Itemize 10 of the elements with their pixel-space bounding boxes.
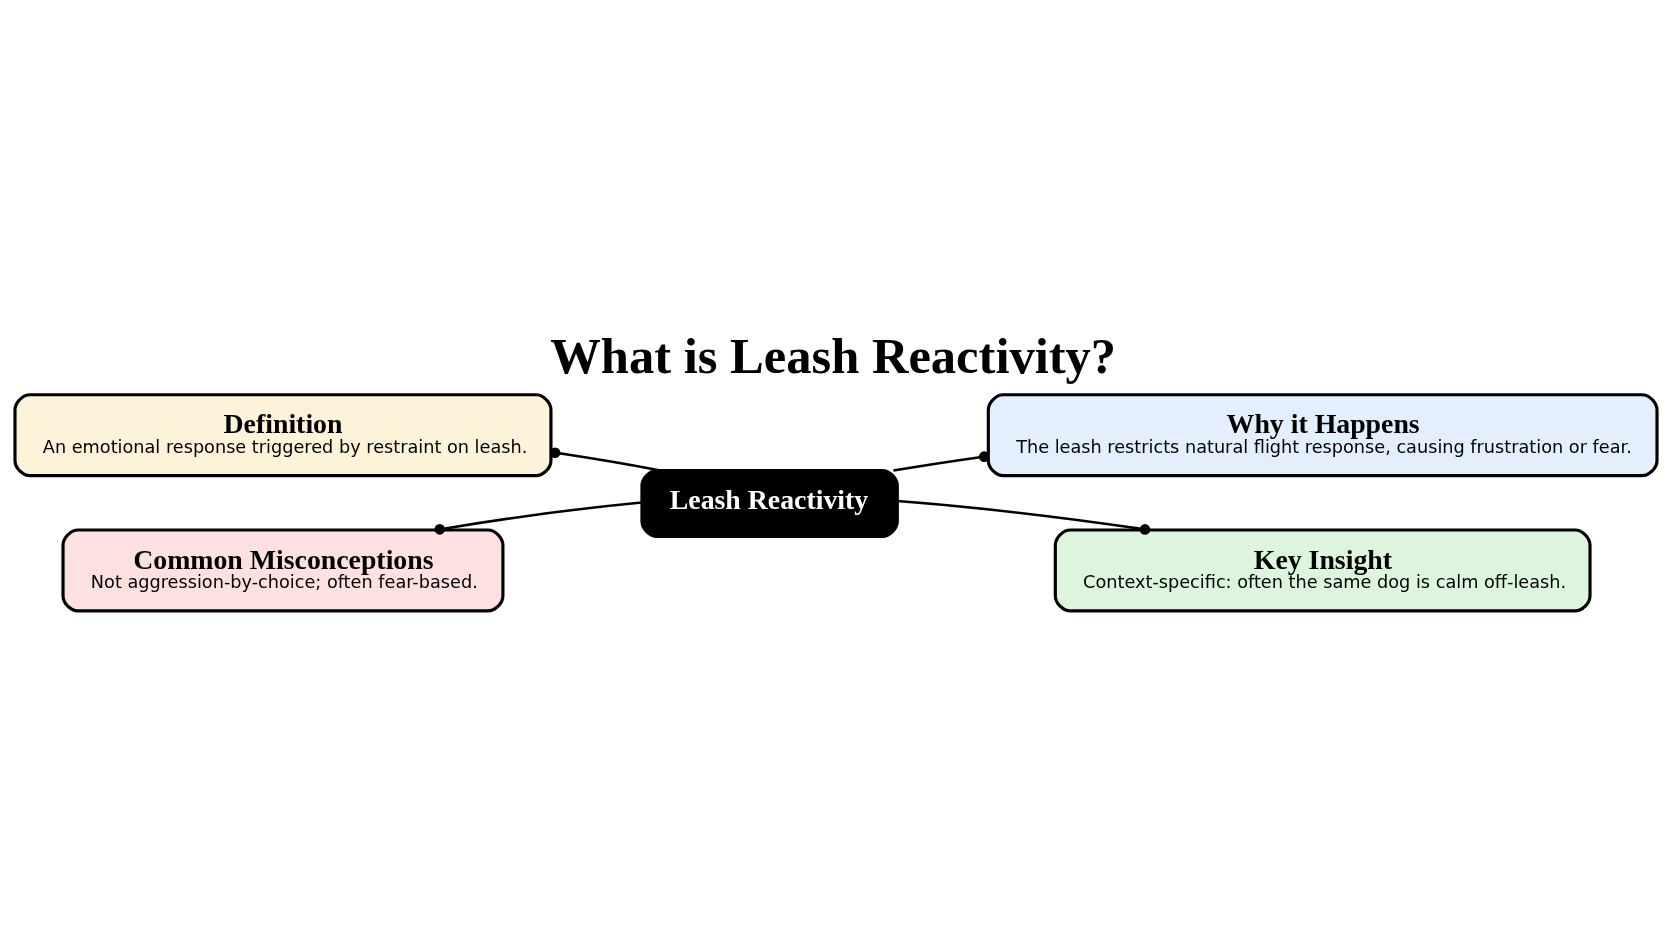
connector: [897, 499, 1151, 535]
node-box: Definition An emotional response triggered by restraint on leash.: [13, 393, 553, 478]
node-box: Key Insight Context-specific: often the same dog is calm off-leash.: [1053, 528, 1592, 613]
connector: [549, 447, 661, 472]
node-box: Leash Reactivity: [640, 469, 899, 538]
diagram-title: What is Leash Reactivity?: [550, 328, 1117, 385]
connector: [893, 451, 990, 472]
node-box: Common Misconceptions Not aggression-by-choice; often fear-based.: [61, 528, 505, 613]
node-box: Why it Happens The leash restricts natural flight response, causing frustration or fear.: [986, 393, 1659, 478]
connector: [434, 501, 642, 535]
